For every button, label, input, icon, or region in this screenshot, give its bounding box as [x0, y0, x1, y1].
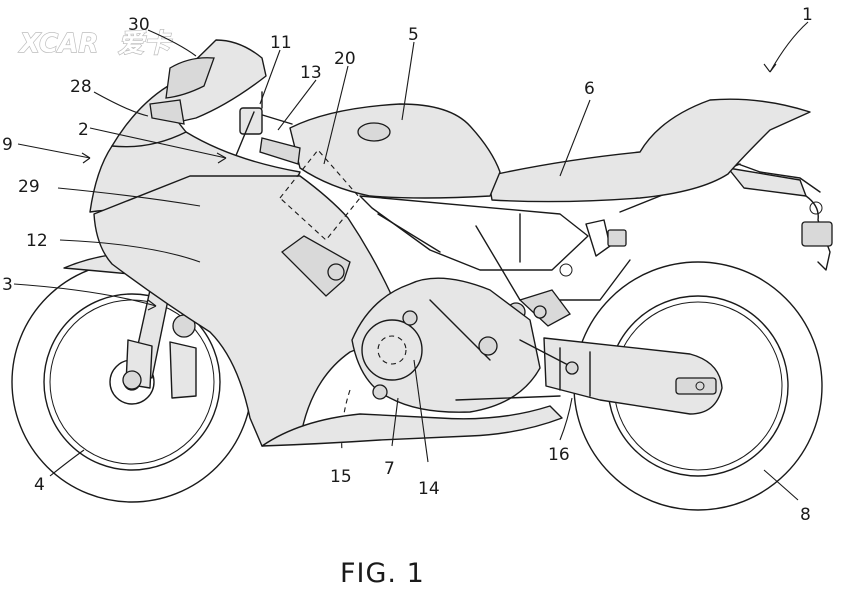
- ref-13: 13: [300, 63, 322, 83]
- ref-6: 6: [584, 79, 595, 99]
- ref-5: 5: [408, 25, 419, 45]
- tank-cap: [357, 122, 391, 142]
- ref-2: 2: [78, 120, 89, 140]
- watermark-logo: XCAR 爱卡: [17, 28, 173, 59]
- ref-12: 12: [26, 231, 48, 251]
- side-vent: [281, 235, 351, 297]
- ref-3: 3: [2, 275, 13, 295]
- figure-caption: FIG. 1: [340, 558, 425, 589]
- reference-numerals: 1 2 3 4 5 6 7 8 9 11 12 13 14 15 16 20 2…: [2, 5, 813, 525]
- ref-1: 1: [802, 5, 813, 25]
- swing-arm: [543, 337, 723, 415]
- leader-lines: [13, 21, 809, 501]
- ref-30: 30: [128, 15, 150, 35]
- side-fairing: [93, 175, 394, 447]
- ref-16: 16: [548, 445, 570, 465]
- engine: [341, 277, 541, 453]
- ref-9: 9: [2, 135, 13, 155]
- rear-sets: [455, 289, 579, 401]
- ref-8: 8: [800, 505, 811, 525]
- ref-15: 15: [330, 467, 352, 487]
- ref-7: 7: [384, 459, 395, 479]
- fuel-tank: [289, 103, 501, 199]
- watermark-suffix: 爱卡: [118, 29, 173, 59]
- belly-pan: [261, 405, 563, 447]
- seat: [487, 98, 811, 203]
- ref-4: 4: [34, 475, 45, 495]
- ref-11: 11: [270, 33, 292, 53]
- ref-14: 14: [418, 479, 440, 499]
- ref-29: 29: [18, 177, 40, 197]
- ecu-region-dashed: [279, 149, 361, 241]
- watermark-text: XCAR: [18, 29, 98, 59]
- ref-20: 20: [334, 49, 356, 69]
- ref-28: 28: [70, 77, 92, 97]
